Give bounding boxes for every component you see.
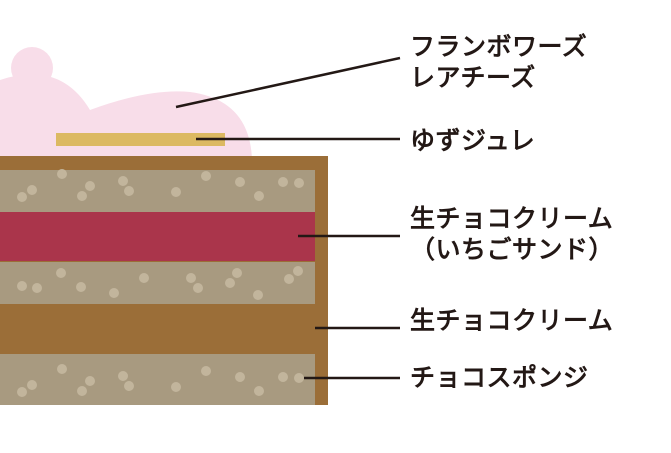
leader-lines bbox=[175, 56, 401, 380]
label-strawberry-cream-line1: 生チョコクリーム bbox=[410, 204, 614, 233]
crumb-dot bbox=[118, 176, 128, 186]
crumb-dot bbox=[124, 381, 134, 391]
crumb-dot bbox=[27, 380, 37, 390]
leader-line-mousse bbox=[175, 56, 401, 109]
crumb-dot bbox=[27, 185, 37, 195]
sponge-layer-top bbox=[0, 170, 315, 212]
crumb-dot bbox=[56, 268, 66, 278]
crumb-dot bbox=[85, 376, 95, 386]
crumb-dot bbox=[124, 186, 134, 196]
crumb-dot bbox=[225, 278, 235, 288]
crumb-dot bbox=[77, 386, 87, 396]
crumb-dot bbox=[284, 274, 294, 284]
crumb-dot bbox=[254, 191, 264, 201]
yuzu-jelly bbox=[56, 133, 225, 146]
crumb-dot bbox=[118, 371, 128, 381]
crumb-dot bbox=[171, 382, 181, 392]
crumb-dot bbox=[253, 290, 263, 300]
crumb-dot bbox=[278, 177, 288, 187]
strawberry-layer bbox=[0, 212, 315, 261]
label-mousse: フランボワーズ レアチーズ bbox=[410, 31, 587, 93]
sponge-layer-bottom bbox=[0, 354, 315, 405]
crumb-dot bbox=[201, 366, 211, 376]
crumb-dot bbox=[193, 283, 203, 293]
crumb-dot bbox=[77, 191, 87, 201]
crumb-dot bbox=[232, 268, 242, 278]
crumb-dot bbox=[201, 171, 211, 181]
sponge-layer-middle bbox=[0, 262, 315, 304]
crumb-dot bbox=[186, 273, 196, 283]
label-cream: 生チョコクリーム bbox=[410, 306, 614, 335]
crumb-dot bbox=[76, 282, 86, 292]
label-mousse-line2: レアチーズ bbox=[410, 63, 536, 92]
crumb-dot bbox=[278, 372, 288, 382]
label-jelly: ゆずジュレ bbox=[410, 126, 536, 155]
crumb-dot bbox=[17, 387, 27, 397]
sponge-crumbs bbox=[17, 169, 304, 397]
crumb-dot bbox=[85, 181, 95, 191]
crumb-dot bbox=[254, 386, 264, 396]
crumb-dot bbox=[32, 283, 42, 293]
crumb-dot bbox=[293, 266, 303, 276]
label-sponge: チョコスポンジ bbox=[410, 363, 589, 392]
crumb-dot bbox=[139, 273, 149, 283]
crumb-dot bbox=[235, 177, 245, 187]
crumb-dot bbox=[235, 372, 245, 382]
crumb-dot bbox=[294, 373, 304, 383]
label-strawberry-cream-line2: （いちごサンド） bbox=[410, 235, 615, 264]
crumb-dot bbox=[171, 187, 181, 197]
crumb-dot bbox=[109, 288, 119, 298]
crumb-dot bbox=[294, 178, 304, 188]
crumb-dot bbox=[57, 169, 67, 179]
crumb-dot bbox=[57, 364, 67, 374]
label-mousse-line1: フランボワーズ bbox=[410, 32, 588, 61]
label-strawberry-cream: 生チョコクリーム （いちごサンド） bbox=[410, 203, 614, 265]
crumb-dot bbox=[17, 192, 27, 202]
crumb-dot bbox=[17, 281, 27, 291]
